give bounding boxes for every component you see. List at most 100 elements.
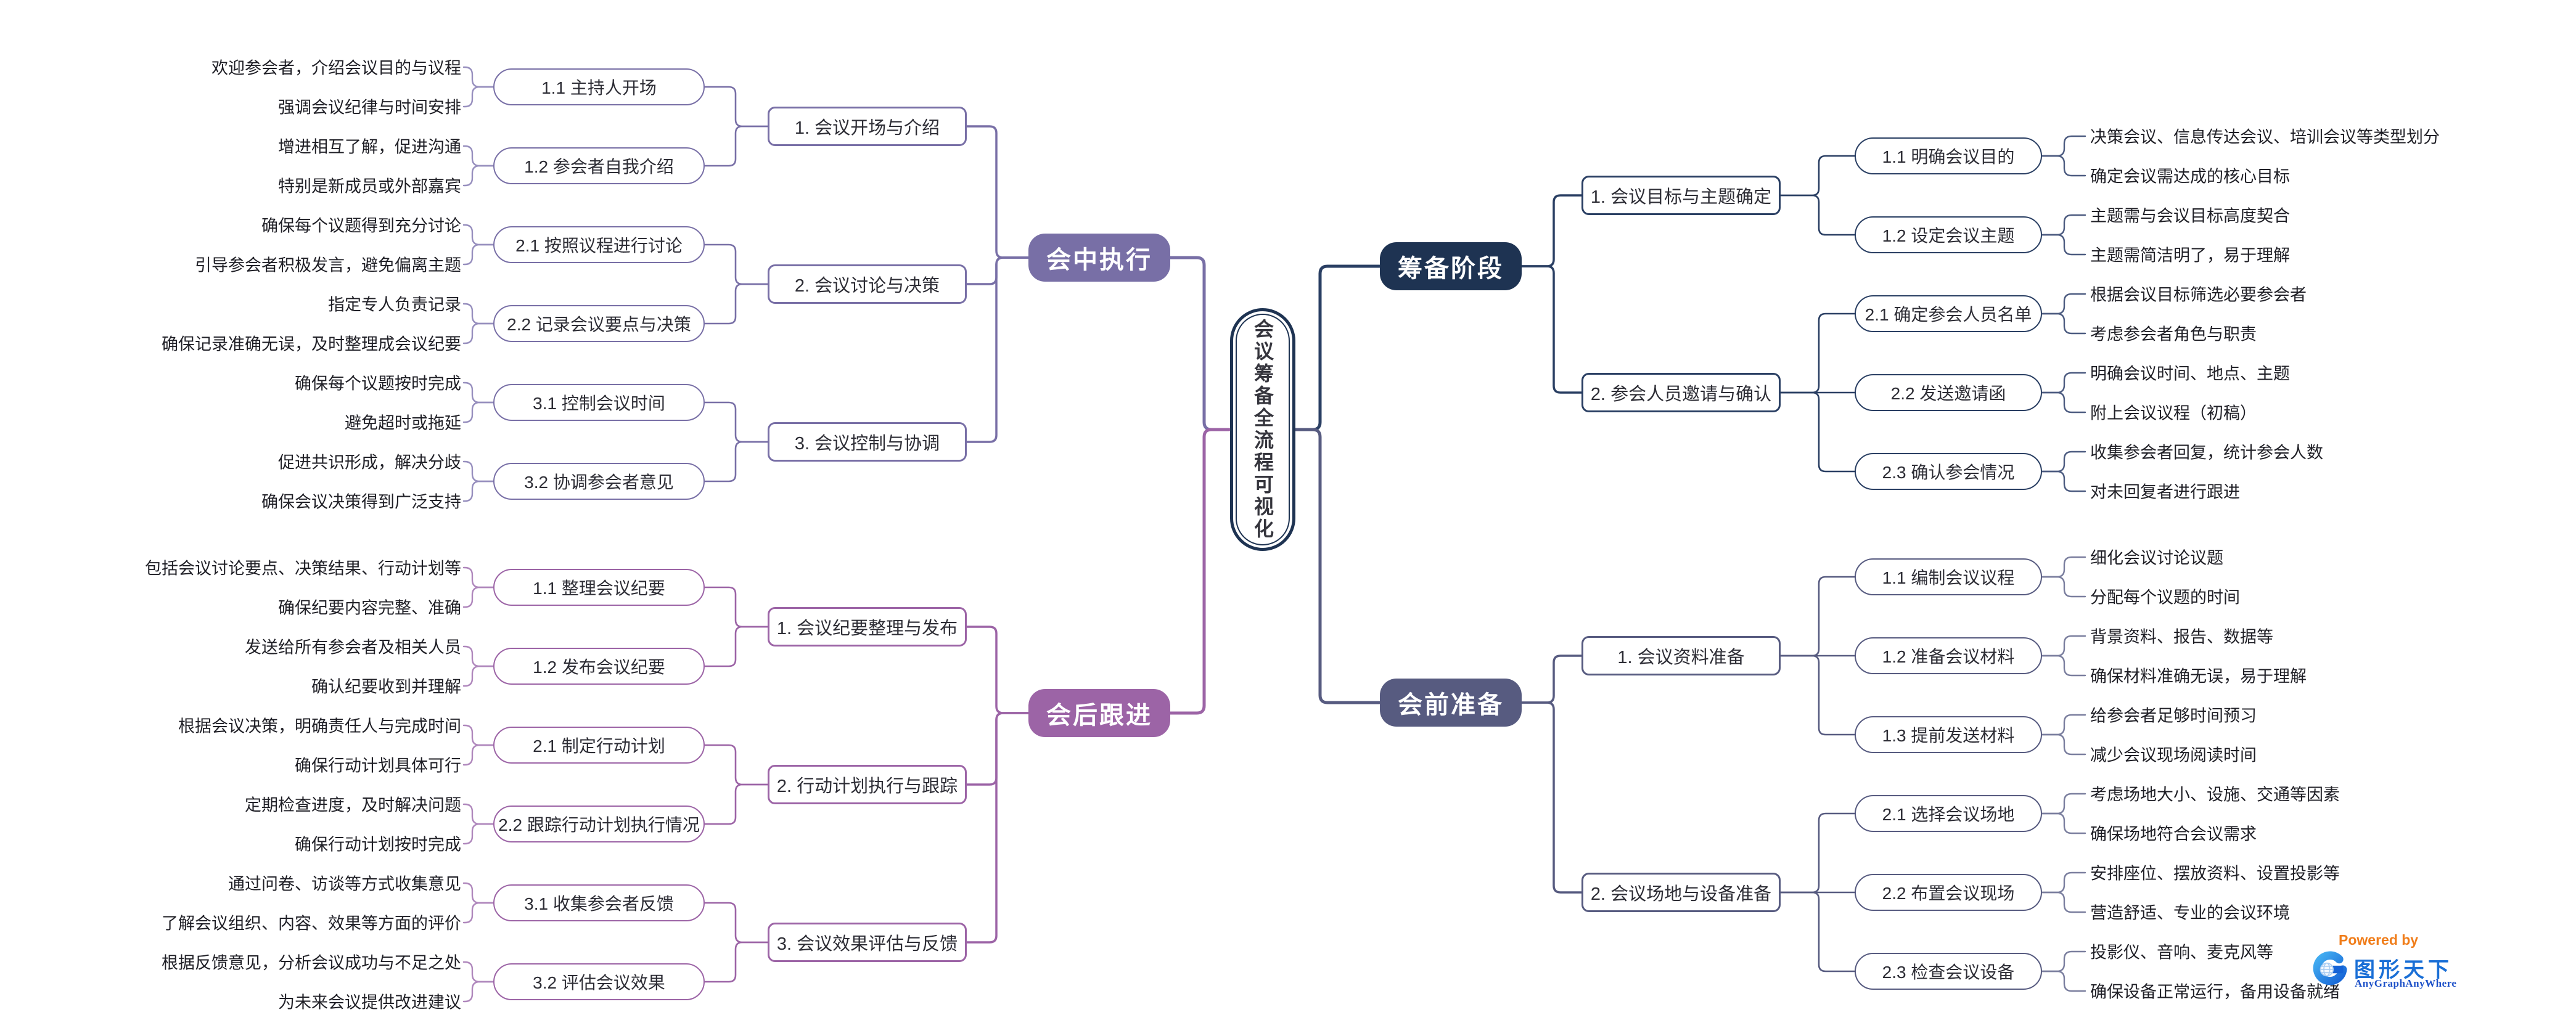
level3-node[interactable]: 3.2 评估会议效果 xyxy=(493,963,705,1000)
leaf-note[interactable]: 减少会议现场阅读时间 xyxy=(2090,746,2257,765)
leaf-note[interactable]: 增进相互了解，促进沟通 xyxy=(278,137,461,157)
connector-line xyxy=(462,645,494,667)
level3-node[interactable]: 2.2 发送邀请函 xyxy=(1855,374,2042,411)
leaf-note[interactable]: 主题需简洁明了，易于理解 xyxy=(2090,246,2290,265)
leaf-note[interactable]: 确定会议需达成的核心目标 xyxy=(2090,167,2290,186)
level3-node[interactable]: 1.3 提前发送材料 xyxy=(1855,716,2042,753)
level3-node[interactable]: 2.1 确定参会人员名单 xyxy=(1855,295,2042,332)
level3-node[interactable]: 1.1 主持人开场 xyxy=(493,68,705,105)
level3-node[interactable]: 1.1 编制会议议程 xyxy=(1855,558,2042,595)
branch-pill[interactable]: 会中执行 xyxy=(1028,234,1170,282)
leaf-note[interactable]: 确保每个议题按时完成 xyxy=(295,374,461,393)
level3-node[interactable]: 1.2 参会者自我介绍 xyxy=(493,147,705,184)
level2-node[interactable]: 2. 参会人员邀请与确认 xyxy=(1581,373,1781,412)
leaf-note[interactable]: 通过问卷、访谈等方式收集意见 xyxy=(228,875,461,894)
leaf-note[interactable]: 欢迎参会者，介绍会议目的与议程 xyxy=(211,59,461,78)
graph-logo-icon[interactable] xyxy=(2312,950,2348,986)
leaf-note[interactable]: 包括会议讨论要点、决策结果、行动计划等 xyxy=(145,559,461,578)
connector-line xyxy=(2041,470,2086,492)
branch-pill[interactable]: 会后跟进 xyxy=(1028,689,1170,737)
leaf-note[interactable]: 为未来会议提供改进建议 xyxy=(278,993,461,1012)
level3-node[interactable]: 2.1 按照议程进行讨论 xyxy=(493,226,705,263)
level2-node[interactable]: 1. 会议目标与主题确定 xyxy=(1581,176,1781,215)
leaf-note[interactable]: 强调会议纪律与时间安排 xyxy=(278,98,461,117)
connector-line xyxy=(1779,194,1856,236)
brand-name[interactable]: 图形天下 xyxy=(2354,958,2453,982)
brand-subtitle[interactable]: AnyGraphAnyWhere xyxy=(2355,977,2457,989)
leaf-note[interactable]: 投影仪、音响、麦克风等 xyxy=(2090,943,2273,962)
leaf-note[interactable]: 收集参会者回复，统计参会人数 xyxy=(2090,443,2323,462)
level2-node[interactable]: 2. 行动计划执行与跟踪 xyxy=(768,765,967,804)
level3-node[interactable]: 1.2 发布会议纪要 xyxy=(493,648,705,685)
leaf-note[interactable]: 考虑参会者角色与职责 xyxy=(2090,325,2257,344)
leaf-note[interactable]: 决策会议、信息传达会议、培训会议等类型划分 xyxy=(2090,128,2440,147)
level3-node[interactable]: 2.3 检查会议设备 xyxy=(1855,953,2042,990)
level2-node[interactable]: 2. 会议场地与设备准备 xyxy=(1581,873,1781,912)
leaf-note[interactable]: 发送给所有参会者及相关人员 xyxy=(245,638,461,657)
level3-node[interactable]: 1.2 设定会议主题 xyxy=(1855,216,2042,253)
powered-by-label: Powered by xyxy=(2339,932,2419,948)
leaf-note[interactable]: 营造舒适、专业的会议环境 xyxy=(2090,903,2290,923)
connector-line xyxy=(1168,428,1232,715)
branch-pill[interactable]: 筹备阶段 xyxy=(1380,242,1522,290)
leaf-note[interactable]: 确保材料准确无误，易于理解 xyxy=(2090,667,2307,686)
leaf-note[interactable]: 避免超时或拖延 xyxy=(345,414,461,433)
leaf-note[interactable]: 特别是新成员或外部嘉宾 xyxy=(278,177,461,196)
level3-node[interactable]: 1.1 明确会议目的 xyxy=(1855,137,2042,174)
leaf-note[interactable]: 确保设备正常运行，备用设备就绪 xyxy=(2090,982,2340,1001)
central-topic[interactable]: 会议筹备全流程可视化 xyxy=(1230,308,1295,551)
connector-line xyxy=(966,712,1030,944)
leaf-note[interactable]: 对未回复者进行跟进 xyxy=(2090,483,2240,502)
level3-node[interactable]: 3.1 收集参会者反馈 xyxy=(493,884,705,921)
level2-node[interactable]: 1. 会议纪要整理与发布 xyxy=(768,607,967,646)
leaf-note[interactable]: 附上会议议程（初稿） xyxy=(2090,404,2257,423)
connector-line xyxy=(462,322,494,345)
level3-node[interactable]: 2.1 选择会议场地 xyxy=(1855,795,2042,832)
level3-node[interactable]: 2.2 布置会议现场 xyxy=(1855,874,2042,911)
leaf-note[interactable]: 细化会议讨论议题 xyxy=(2090,549,2223,568)
level2-node[interactable]: 3. 会议控制与协调 xyxy=(768,422,967,462)
level2-node[interactable]: 3. 会议效果评估与反馈 xyxy=(768,923,967,962)
leaf-note[interactable]: 根据反馈意见，分析会议成功与不足之处 xyxy=(162,953,461,973)
leaf-note[interactable]: 确保记录准确无误，及时整理成会议纪要 xyxy=(162,335,461,354)
level3-node[interactable]: 1.2 准备会议材料 xyxy=(1855,637,2042,674)
branch-pill[interactable]: 会前准备 xyxy=(1380,679,1522,727)
connector-line xyxy=(703,783,769,825)
central-topic-inner: 会议筹备全流程可视化 xyxy=(1236,314,1290,545)
level3-node[interactable]: 3.1 控制会议时间 xyxy=(493,384,705,421)
level3-node[interactable]: 3.2 协调参会者意见 xyxy=(493,463,705,500)
level3-node[interactable]: 2.2 跟踪行动计划执行情况 xyxy=(493,806,705,842)
level2-node[interactable]: 1. 会议资料准备 xyxy=(1581,636,1781,675)
leaf-note[interactable]: 确认纪要收到并理解 xyxy=(311,677,461,696)
leaf-note[interactable]: 明确会议时间、地点、主题 xyxy=(2090,364,2290,383)
leaf-note[interactable]: 背景资料、报告、数据等 xyxy=(2090,627,2273,646)
level3-node[interactable]: 2.3 确认参会情况 xyxy=(1855,453,2042,490)
leaf-note[interactable]: 引导参会者积极发言，避免偏离主题 xyxy=(195,256,461,275)
leaf-note[interactable]: 确保场地符合会议需求 xyxy=(2090,825,2257,844)
leaf-note[interactable]: 根据会议决策，明确责任人与完成时间 xyxy=(178,717,461,736)
leaf-note[interactable]: 主题需与会议目标高度契合 xyxy=(2090,206,2290,226)
connector-line xyxy=(462,803,494,825)
connector-line xyxy=(462,243,494,266)
leaf-note[interactable]: 定期检查进度，及时解决问题 xyxy=(245,796,461,815)
level2-node[interactable]: 1. 会议开场与介绍 xyxy=(768,107,967,146)
level3-node[interactable]: 2.2 记录会议要点与决策 xyxy=(493,305,705,342)
leaf-note[interactable]: 了解会议组织、内容、效果等方面的评价 xyxy=(162,914,461,933)
connector-line xyxy=(462,823,494,845)
leaf-note[interactable]: 根据会议目标筛选必要参会者 xyxy=(2090,285,2307,304)
leaf-note[interactable]: 给参会者足够时间预习 xyxy=(2090,706,2257,725)
level2-node[interactable]: 2. 会议讨论与决策 xyxy=(768,264,967,304)
leaf-note[interactable]: 确保行动计划具体可行 xyxy=(295,756,461,775)
level3-node[interactable]: 2.1 制定行动计划 xyxy=(493,727,705,764)
leaf-note[interactable]: 促进共识形成，解决分歧 xyxy=(278,453,461,472)
leaf-note[interactable]: 确保行动计划按时完成 xyxy=(295,835,461,854)
leaf-note[interactable]: 分配每个议题的时间 xyxy=(2090,588,2240,607)
leaf-note[interactable]: 安排座位、摆放资料、设置投影等 xyxy=(2090,864,2340,883)
leaf-note[interactable]: 考虑场地大小、设施、交通等因素 xyxy=(2090,785,2340,804)
leaf-note[interactable]: 确保纪要内容完整、准确 xyxy=(278,598,461,618)
connector-line xyxy=(703,86,769,128)
leaf-note[interactable]: 指定专人负责记录 xyxy=(328,295,461,314)
leaf-note[interactable]: 确保会议决策得到广泛支持 xyxy=(261,492,461,512)
level3-node[interactable]: 1.1 整理会议纪要 xyxy=(493,569,705,606)
leaf-note[interactable]: 确保每个议题得到充分讨论 xyxy=(261,216,461,235)
